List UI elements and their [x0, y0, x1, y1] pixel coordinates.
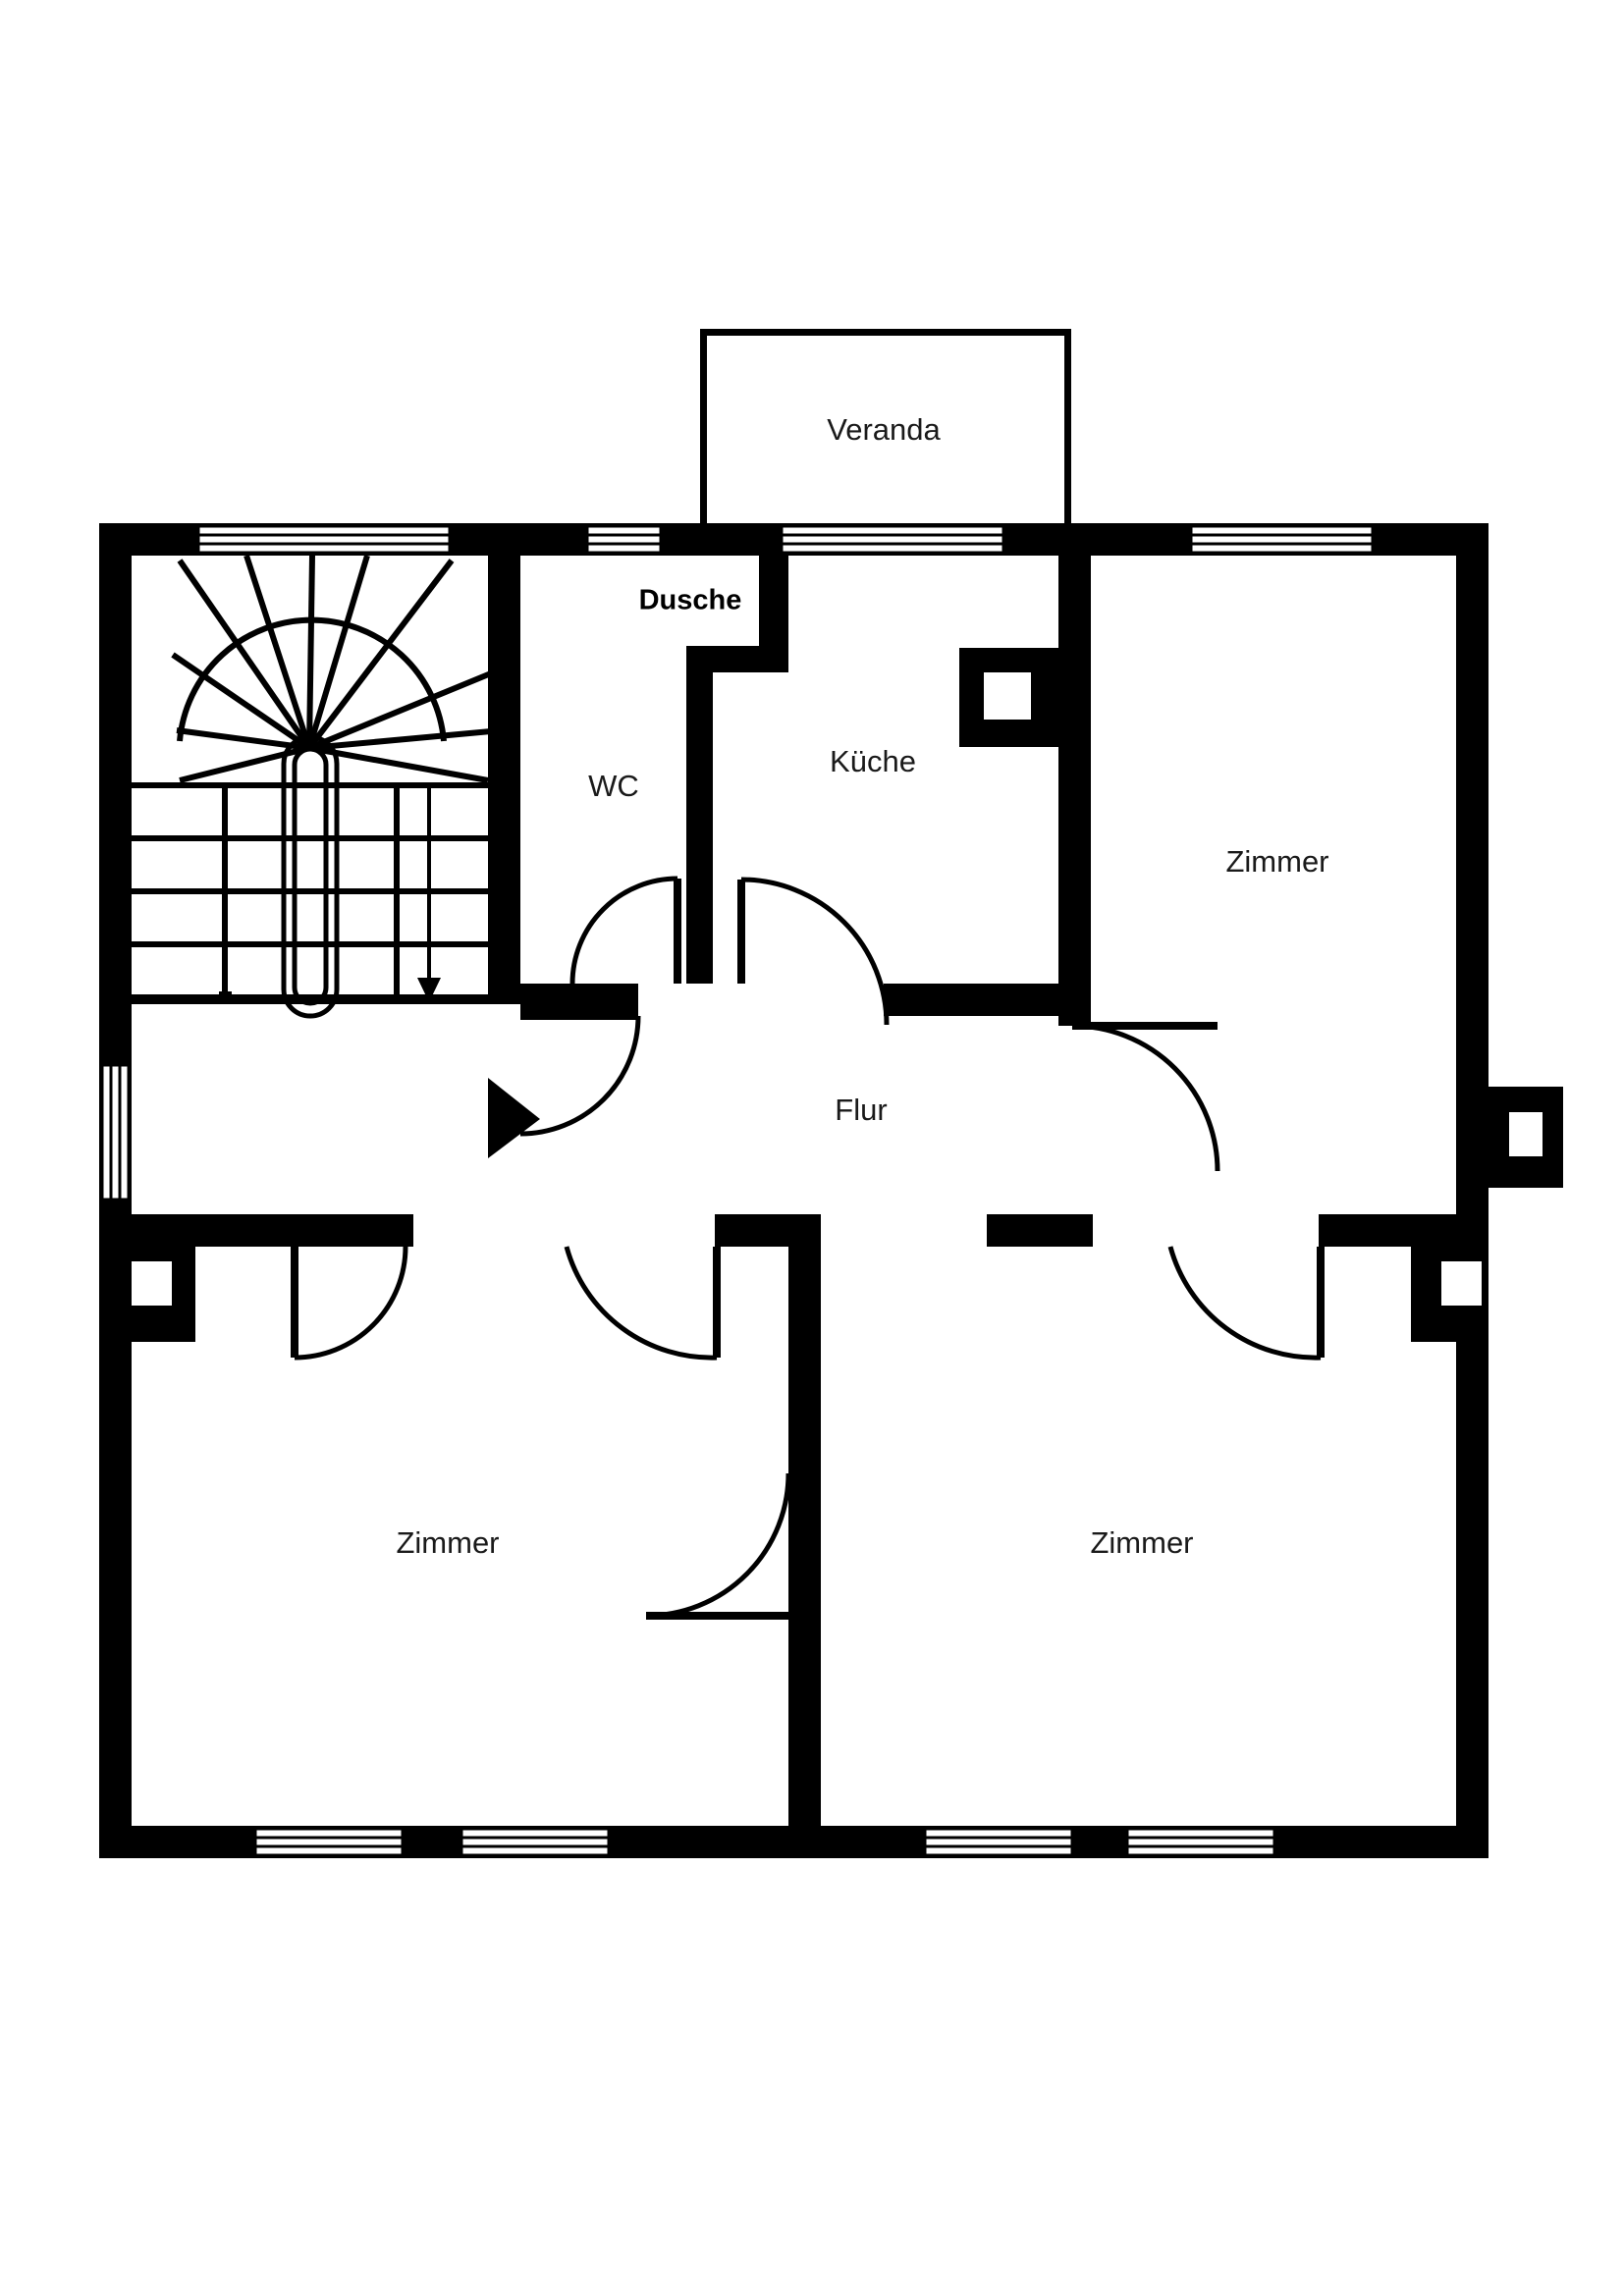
door-wc	[569, 876, 681, 985]
chimney-right-exterior	[1489, 1087, 1563, 1188]
veranda-outline	[700, 329, 1071, 525]
door-zimmer-southeast	[1167, 1246, 1325, 1361]
entrance-arrow-icon	[488, 1078, 540, 1158]
door-kitchen	[737, 877, 890, 1026]
window-top-2	[585, 524, 663, 555]
door-zimmer-southwest-2	[564, 1246, 721, 1361]
stair-enclosure-walls	[132, 556, 520, 1004]
room-label-veranda: Veranda	[827, 412, 941, 447]
down-arrow-icon	[417, 785, 441, 1002]
window-top-3	[780, 524, 1005, 555]
window-bottom-3	[923, 1827, 1074, 1857]
chimney-left	[99, 1214, 195, 1342]
door-entrance	[519, 1012, 641, 1137]
chimney-right-interior	[1411, 1214, 1489, 1342]
room-label-zimmer-sw: Zimmer	[396, 1525, 499, 1560]
window-bottom-2	[460, 1827, 611, 1857]
window-left-1	[100, 1063, 131, 1201]
window-top-1	[196, 524, 452, 555]
window-bottom-4	[1125, 1827, 1276, 1857]
room-label-kueche: Küche	[830, 744, 916, 778]
flur-north-walls	[520, 984, 1091, 1016]
room-label-wc: WC	[588, 769, 639, 803]
interior-walls-upper	[686, 556, 788, 984]
door-zimmer-southwest	[291, 1246, 408, 1361]
room-label-flur: Flur	[835, 1093, 887, 1127]
interior-wall-lower-divider	[788, 1214, 821, 1858]
door-between-lower-rooms	[645, 1472, 791, 1620]
interior-wall-kitchen-room	[959, 556, 1091, 1026]
room-label-zimmer-se: Zimmer	[1090, 1525, 1193, 1560]
room-label-zimmer-ne: Zimmer	[1225, 844, 1328, 879]
room-label-dusche: Dusche	[639, 585, 742, 616]
window-top-4	[1189, 524, 1375, 555]
staircase	[132, 555, 493, 1019]
door-zimmer-northeast	[1071, 1022, 1220, 1172]
window-bottom-1	[253, 1827, 405, 1857]
